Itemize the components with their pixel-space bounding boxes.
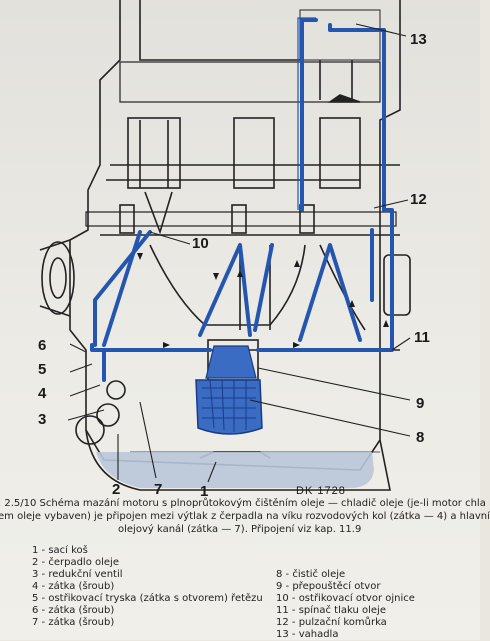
legend-item: 12 - pulzační komůrka [276, 617, 387, 628]
legend-item: 3 - redukční ventil [32, 569, 123, 580]
legend-item: 1 - sací koš [32, 545, 88, 556]
callout-4: 4 [38, 385, 47, 402]
legend-item: 11 - spínač tlaku oleje [276, 605, 386, 616]
callout-5: 5 [38, 361, 46, 378]
legend-item: 2 - čerpadlo oleje [32, 557, 119, 568]
legend-item: 13 - vahadla [276, 629, 339, 640]
callout-11: 11 [414, 329, 430, 346]
caption-line-3: olejový kanál (zátka — 7). Připojení viz… [118, 524, 362, 535]
legend-item: 9 - přepouštěcí otvor [276, 581, 381, 592]
oil-passage-thin [297, 17, 316, 210]
callout-1: 1 [200, 483, 208, 500]
legend-item: 8 - čistič oleje [276, 569, 346, 580]
legend-right-column: 8 - čistič oleje 9 - přepouštěcí otvor 1… [276, 569, 415, 641]
legend-item: 6 - zátka (šroub) [32, 605, 115, 616]
oil-passages [90, 18, 394, 382]
legend-left-column: 1 - sací koš 2 - čerpadlo oleje 3 - redu… [32, 545, 263, 629]
callout-3: 3 [38, 411, 46, 428]
oil-filter [195, 345, 263, 435]
callout-labels: 1 2 3 4 5 6 7 8 9 10 11 12 13 DK 1728 [38, 31, 430, 500]
figure-caption: . 2.5/10 Schéma mazání motoru s plnoprůt… [0, 497, 490, 536]
callout-12: 12 [410, 191, 427, 208]
sump-oil [96, 452, 374, 488]
caption-line-1: . 2.5/10 Schéma mazání motoru s plnoprůt… [0, 498, 486, 509]
legend-item: 4 - zátka (šroub) [32, 581, 115, 592]
callout-8: 8 [416, 429, 424, 446]
callout-9: 9 [416, 395, 424, 412]
legend-item: 10 - ostřikovací otvor ojnice [276, 593, 415, 604]
caption-line-2: em oleje vybaven) je připojen mezi výtla… [0, 511, 490, 522]
callout-10: 10 [192, 235, 209, 252]
leader-lines [67, 23, 411, 483]
lubrication-diagram: 1 2 3 4 5 6 7 8 9 10 11 12 13 DK 1728 [38, 0, 430, 500]
callout-6: 6 [38, 337, 46, 354]
flow-arrows [137, 253, 389, 348]
callout-7: 7 [154, 481, 162, 498]
legend-item: 7 - zátka (šroub) [32, 617, 115, 628]
legend-item: 5 - ostřikovací tryska (zátka s otvorem)… [32, 593, 263, 604]
callout-13: 13 [410, 31, 427, 48]
callout-2: 2 [112, 481, 120, 498]
figure-stamp: DK 1728 [296, 485, 346, 497]
